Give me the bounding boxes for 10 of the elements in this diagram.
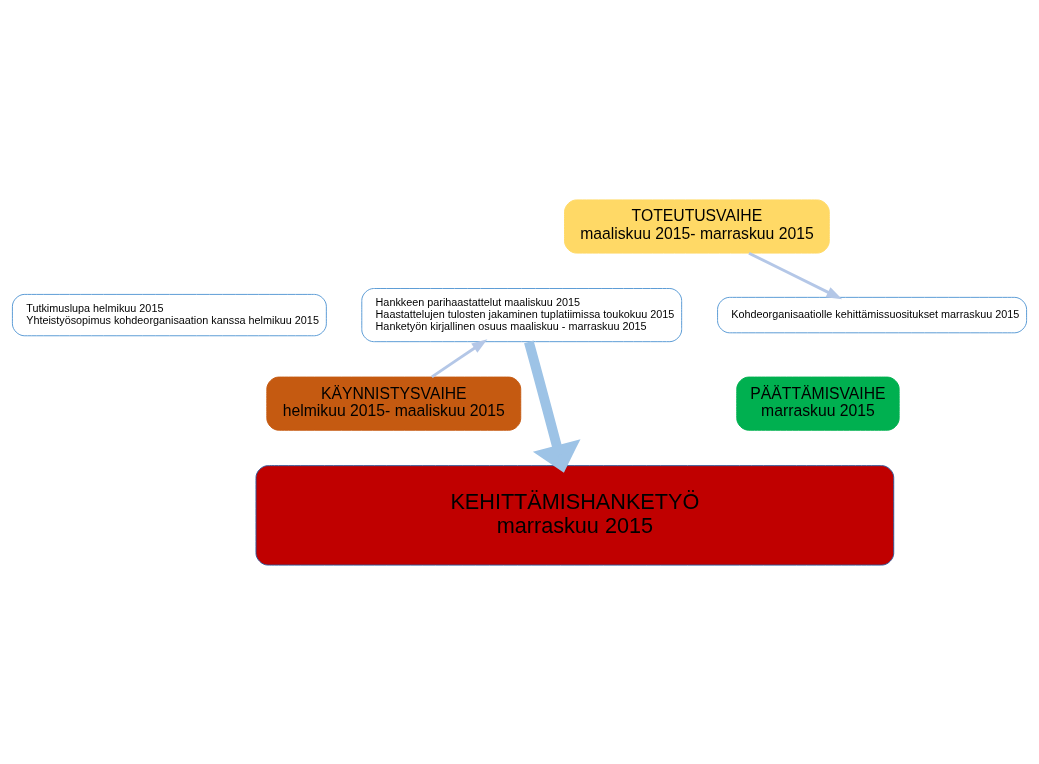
node-box: PÄÄTTÄMISVAIHE marraskuu 2015: [736, 376, 900, 431]
arrow: [524, 340, 581, 473]
node-box: TOTEUTUSVAIHE maaliskuu 2015- marraskuu 2015: [564, 198, 830, 254]
node-box: KEHITTÄMISHANKETYÖ marraskuu 2015: [255, 464, 895, 566]
arrow: [748, 251, 843, 299]
node-box: Kohdeorganisaatiolle kehittämissuositukset marraskuu 2015: [717, 296, 1028, 333]
arrow: [431, 338, 488, 378]
node-box: Hankkeen parihaastattelut maaliskuu 2015 Haastattelujen tulosten jakaminen tuplatiimissa toukokuu 2015 Hanketyön kirjallinen osuus maaliskuu - marraskuu 2015: [361, 287, 683, 342]
node-box: KÄYNNISTYSVAIHE helmikuu 2015- maaliskuu 2015: [266, 376, 522, 431]
node-box: Tutkimuslupa helmikuu 2015 Yhteistyösopimus kohdeorganisaation kanssa helmikuu 2015: [11, 293, 327, 336]
